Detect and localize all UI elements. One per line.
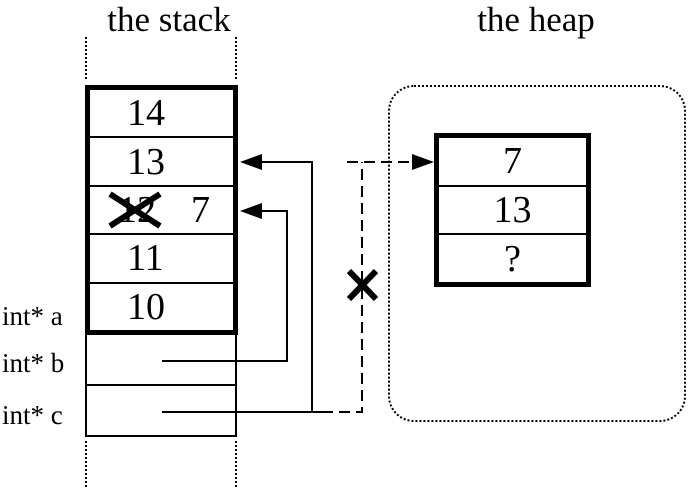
pointer-label-c: int* c (2, 400, 63, 430)
stack-boundary-dotted-right-top (235, 37, 237, 79)
stack-cell: 14 (90, 90, 233, 139)
stack-boundary-dotted-left-bottom (85, 441, 87, 487)
pointer-label-a: int* a (2, 301, 63, 331)
heap-cell: 7 (439, 138, 586, 187)
stack-boundary-dotted-left-top (85, 37, 87, 79)
stack-frame-box: 14 13 12 7 11 10 (85, 85, 238, 335)
pointer-b-cell (87, 335, 235, 386)
stack-boundary-dotted-right-bottom (235, 441, 237, 487)
stack-cell-old-value: 12 (118, 189, 156, 232)
heap-cell: 13 (439, 187, 586, 236)
stack-cell: 11 (90, 235, 233, 284)
arrowhead-into-stack-cell-7 (240, 203, 262, 219)
pointer-variable-rows (85, 335, 237, 437)
stack-cell-value: 14 (127, 92, 165, 135)
stack-cell-overwritten: 12 7 (90, 187, 233, 236)
stack-cell-value: 11 (127, 237, 164, 280)
heap-cell-value: 7 (503, 140, 522, 183)
heap-title: the heap (477, 0, 595, 39)
heap-region-boundary (388, 85, 686, 422)
heap-block-box: 7 13 ? (434, 133, 591, 287)
heap-cell-value: 13 (493, 189, 532, 231)
heap-cell-value: ? (504, 237, 521, 280)
stack-cell-value: 13 (127, 140, 165, 183)
pointer-c-cell (87, 386, 235, 435)
stack-title: the stack (107, 0, 231, 39)
heap-cell: ? (439, 235, 586, 282)
stack-cell-value: 10 (127, 285, 165, 328)
broken-pointer-x-icon (346, 268, 379, 302)
stack-cell: 13 (90, 138, 233, 187)
arrowhead-into-stack-cell-13 (240, 154, 262, 170)
pointer-label-b: int* b (2, 348, 65, 378)
stack-cell-new-value: 7 (191, 189, 210, 232)
stack-cell: 10 (90, 284, 233, 330)
